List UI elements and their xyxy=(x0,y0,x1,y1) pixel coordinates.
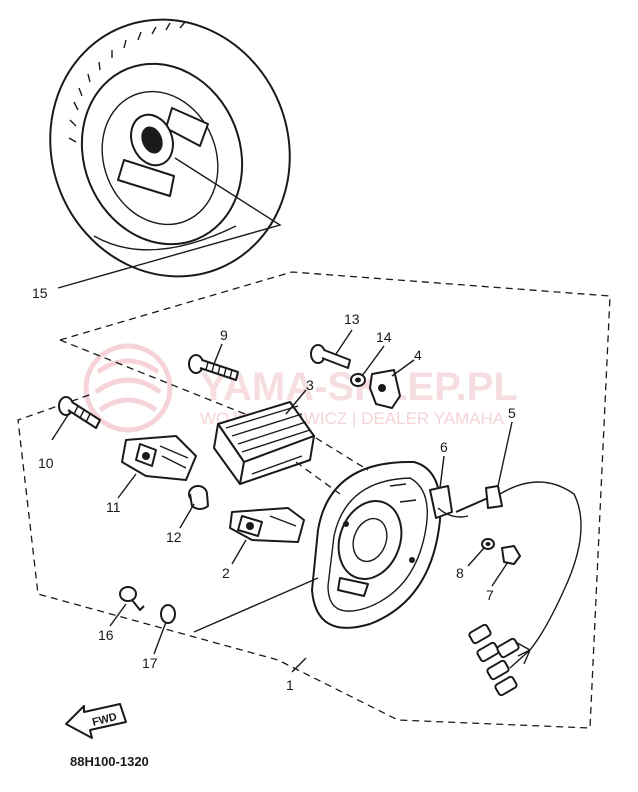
callout-14: 14 xyxy=(376,329,392,345)
washer-8 xyxy=(481,538,495,550)
washer-14 xyxy=(350,373,366,387)
callout-3: 3 xyxy=(306,377,314,393)
connector-cluster xyxy=(468,623,520,697)
watermark-main-text: YAMA-SKLEP.PL xyxy=(200,365,518,409)
flywheel-rotor xyxy=(49,18,291,278)
leader-lines xyxy=(51,329,513,673)
watermark-logo xyxy=(83,343,173,433)
callout-16: 16 xyxy=(98,627,114,643)
callout-11: 11 xyxy=(106,499,121,515)
screw-7 xyxy=(501,545,521,565)
callout-17: 17 xyxy=(142,655,158,671)
screw-10 xyxy=(58,396,101,429)
stator-plate-1 xyxy=(311,460,442,629)
callout-10: 10 xyxy=(38,455,54,471)
callout-9: 9 xyxy=(220,327,228,343)
screw-13 xyxy=(310,344,351,369)
callout-13: 13 xyxy=(344,311,360,327)
bracket-4 xyxy=(369,369,401,409)
collar-12 xyxy=(188,485,209,510)
wire-harness-5 xyxy=(455,481,582,697)
callout-2: 2 xyxy=(222,565,230,581)
screw-9 xyxy=(188,354,239,381)
pickup-coil-2 xyxy=(229,507,305,543)
callout-1: 1 xyxy=(286,677,294,693)
callout-15: 15 xyxy=(32,285,48,301)
callout-4: 4 xyxy=(414,347,422,363)
screw-16 xyxy=(119,586,145,611)
forward-arrow-icon: FWD xyxy=(65,703,127,739)
callout-labels: 1 2 3 4 5 6 7 8 9 10 11 12 13 14 15 16 1… xyxy=(32,285,516,693)
coil-assembly-3 xyxy=(213,401,315,485)
callout-8: 8 xyxy=(456,565,464,581)
callout-7: 7 xyxy=(486,587,494,603)
callout-12: 12 xyxy=(166,529,182,545)
assembly-boundary xyxy=(17,271,611,729)
callout-6: 6 xyxy=(440,439,448,455)
diagram-code: 88H100-1320 xyxy=(70,754,149,769)
grommet-6 xyxy=(429,485,469,519)
leader-15 xyxy=(57,157,282,289)
fwd-label: FWD xyxy=(91,711,118,729)
pickup-coil-11 xyxy=(121,435,197,481)
callout-5: 5 xyxy=(508,405,516,421)
washer-17 xyxy=(160,604,176,624)
